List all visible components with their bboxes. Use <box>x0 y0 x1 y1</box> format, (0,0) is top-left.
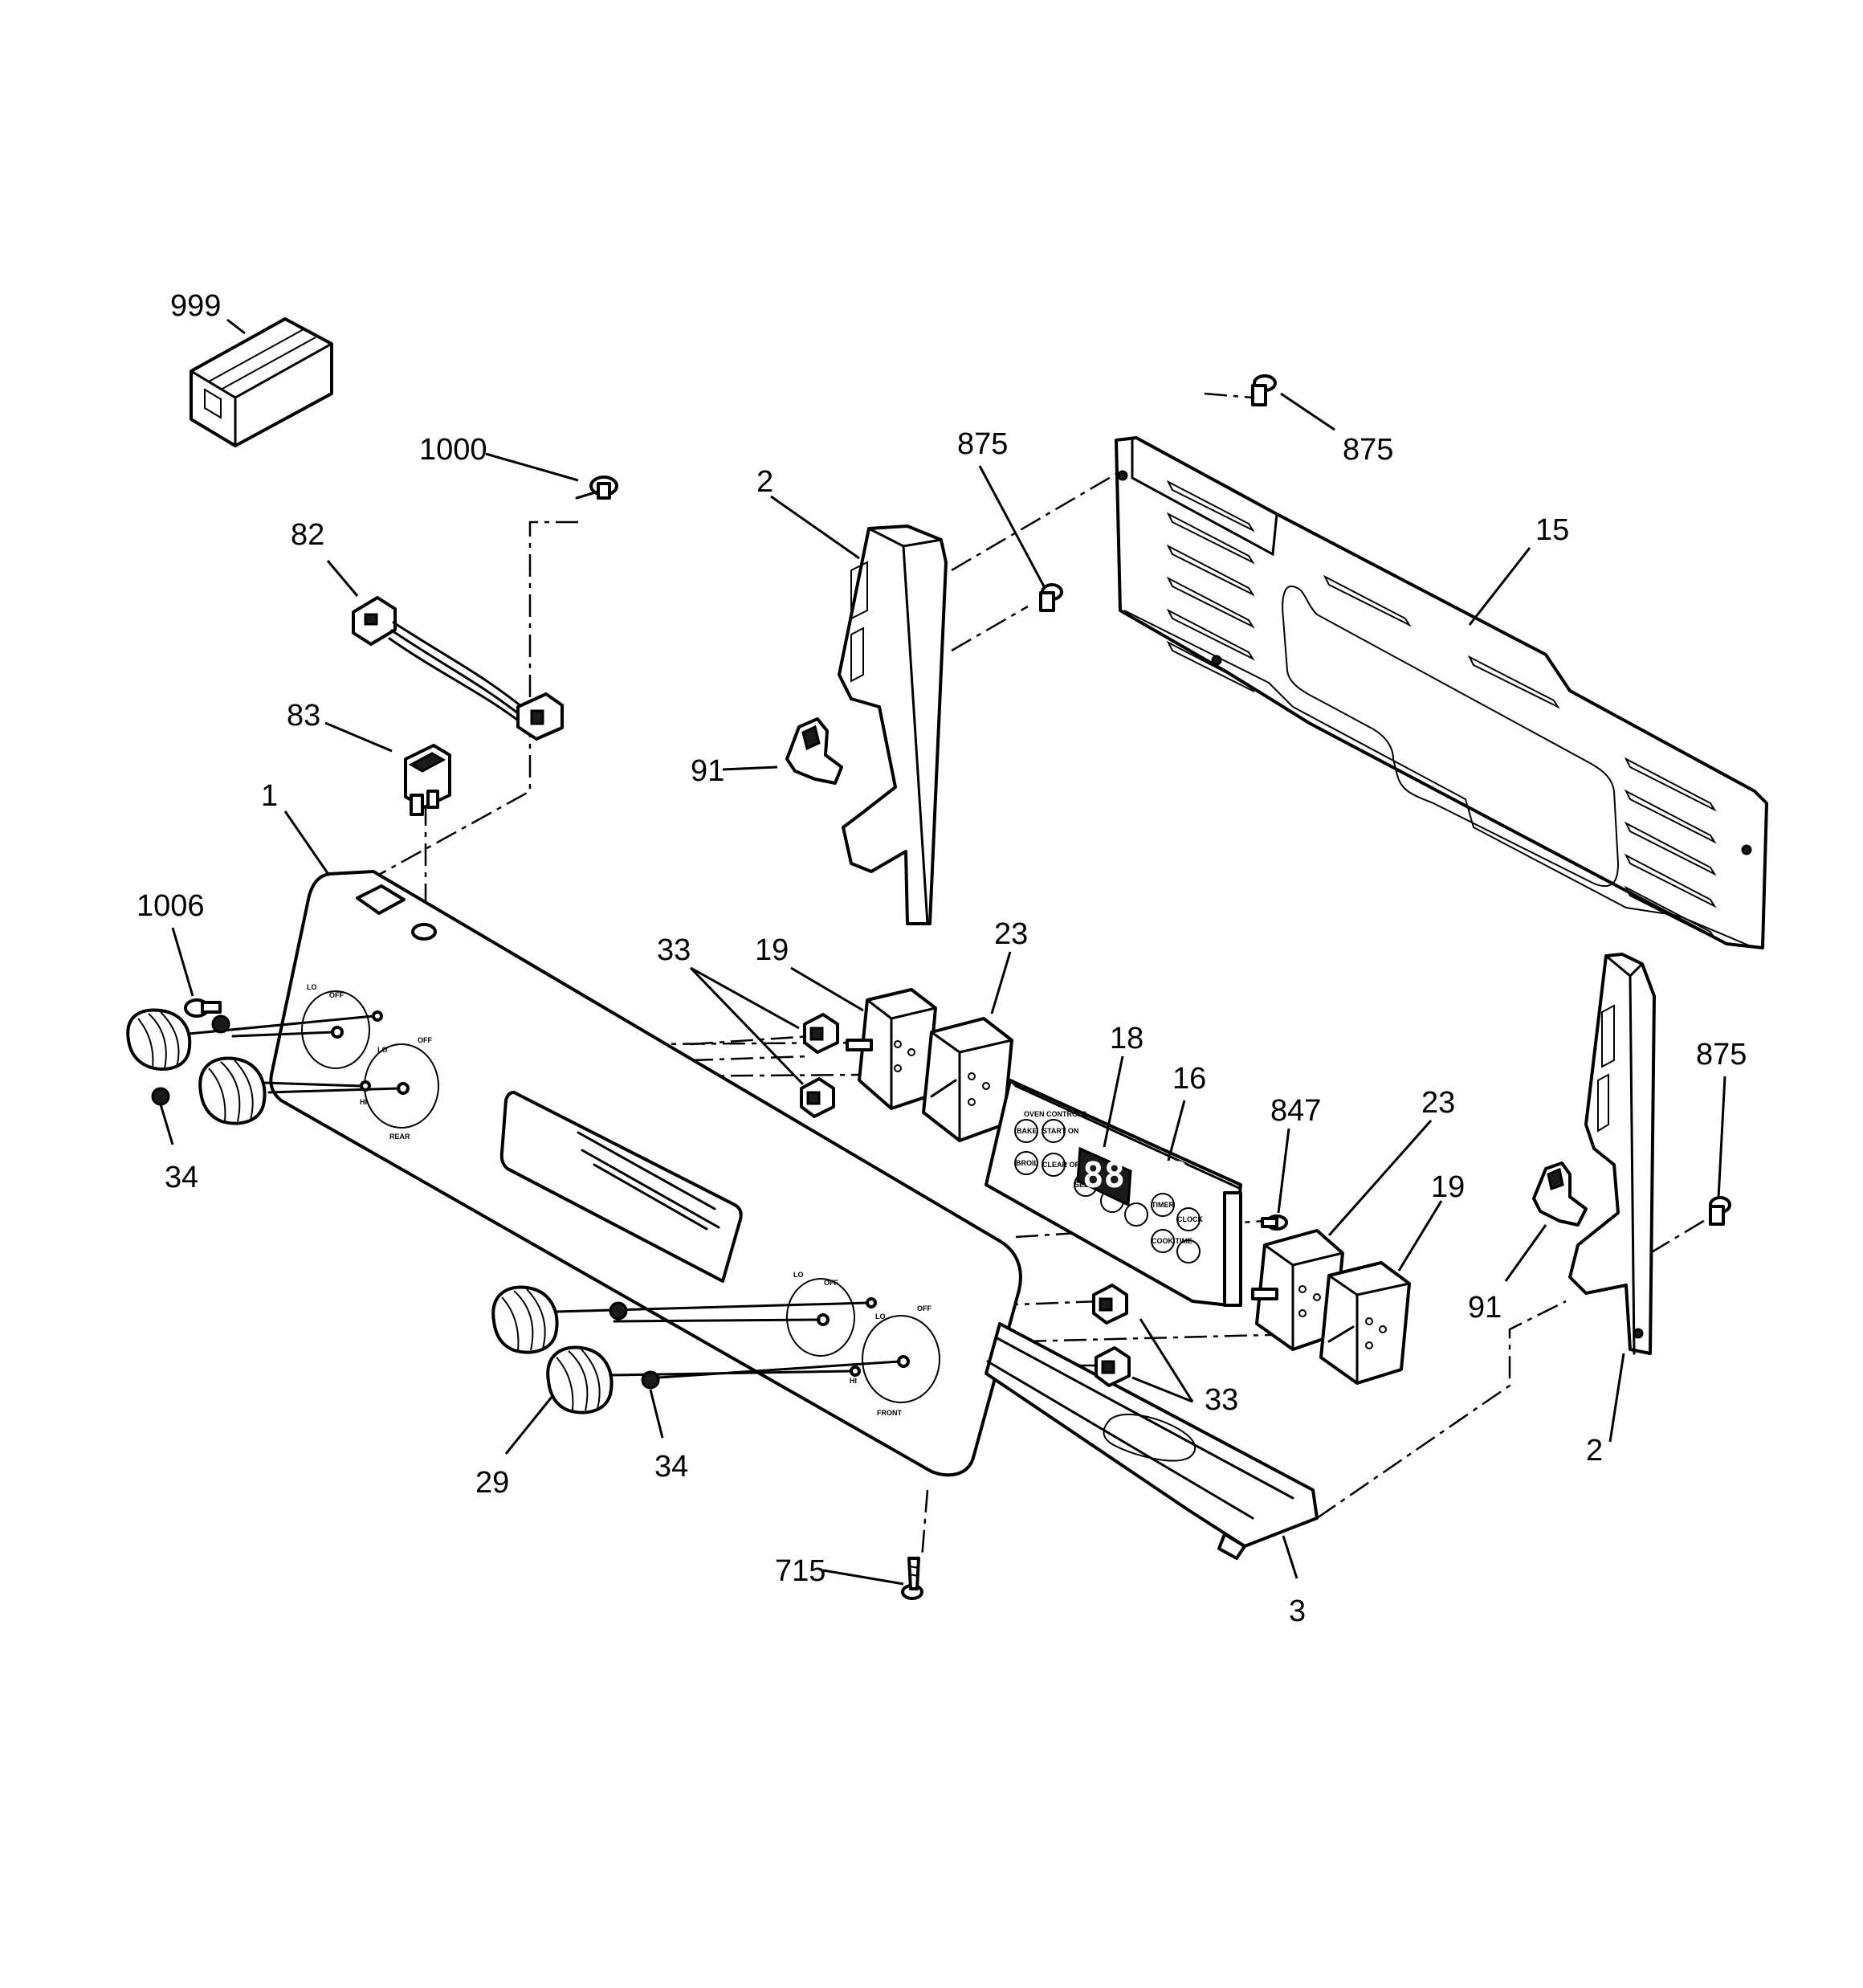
dial-label-front: FRONT <box>877 1409 902 1417</box>
knob-lower-right-2 <box>546 1345 614 1414</box>
part-2-end-cap-left <box>838 525 948 925</box>
part-1006-screw <box>184 998 222 1018</box>
knob-lower-right-1 <box>491 1285 559 1354</box>
knob-upper-left-2 <box>198 1056 267 1125</box>
part-33-clips <box>800 1013 1131 1387</box>
callout-33-top: 33 <box>657 933 691 967</box>
callout-labels: 999 1000 82 83 1 1006 34 29 34 715 2 875… <box>137 289 1747 1628</box>
key-timer: TIMER <box>1152 1201 1174 1209</box>
callout-875-mid: 875 <box>957 427 1008 461</box>
part-15-rear-panel <box>1115 436 1768 949</box>
callout-83: 83 <box>287 699 320 733</box>
dial-label-lo-3: LO <box>793 1271 804 1279</box>
part-83-switch <box>404 744 451 816</box>
part-82-wire-harness <box>352 596 564 741</box>
part-18-display: 88:88 <box>1076 1146 1188 1207</box>
part-715-screw <box>901 1557 923 1600</box>
callout-19-right: 19 <box>1431 1170 1465 1204</box>
part-23-infinite-switch-right <box>1251 1229 1344 1351</box>
dial-label-off: OFF <box>329 991 344 999</box>
callout-18: 18 <box>1110 1022 1143 1055</box>
dial-label-off-4: OFF <box>917 1304 932 1312</box>
callout-34-left: 34 <box>165 1161 198 1194</box>
dial-label-lo: LO <box>307 983 317 991</box>
callout-19-left: 19 <box>755 933 789 967</box>
callout-875-top: 875 <box>1343 433 1393 467</box>
callout-33-bottom: 33 <box>1205 1383 1238 1417</box>
dial-label-off-2: OFF <box>418 1036 432 1044</box>
dial-label-lo-4: LO <box>875 1312 886 1321</box>
callout-3: 3 <box>1289 1594 1306 1628</box>
callout-23-left: 23 <box>994 917 1028 951</box>
screw-875-mid <box>1039 583 1063 612</box>
callout-29: 29 <box>475 1466 509 1500</box>
callout-1: 1 <box>261 779 278 813</box>
callout-1006: 1006 <box>137 889 205 923</box>
keypad-header: OVEN CONTROLS <box>1024 1110 1087 1118</box>
part-999-box <box>190 317 333 447</box>
part-91-bracket-left <box>785 717 843 785</box>
callout-2-right: 2 <box>1586 1434 1603 1468</box>
callout-91-left: 91 <box>691 754 724 788</box>
part-19-infinite-switch-right <box>1319 1261 1411 1385</box>
part-91-bracket-right <box>1532 1161 1588 1227</box>
rear-panel-vents-right <box>1624 757 1717 941</box>
dial-label-hi-2: HI <box>850 1377 857 1385</box>
rear-panel-vents-left <box>1166 480 1255 693</box>
dial-label-off-3: OFF <box>824 1279 838 1287</box>
key-clear-off: CLEAR OFF <box>1042 1161 1084 1169</box>
callout-715: 715 <box>775 1554 826 1588</box>
dial-label-lo-2: LO <box>377 1046 388 1054</box>
part-23-infinite-switch-left <box>922 1017 1013 1142</box>
leader-lines <box>159 318 1726 1586</box>
callout-82: 82 <box>291 518 324 552</box>
callout-91-right: 91 <box>1468 1291 1502 1325</box>
callout-16: 16 <box>1172 1062 1206 1096</box>
callout-34-bottom: 34 <box>654 1450 688 1484</box>
part-847-screw <box>1261 1214 1288 1231</box>
callout-875-right: 875 <box>1696 1038 1747 1072</box>
part-3-trim-rail <box>984 1322 1319 1560</box>
key-broil: BROIL <box>1016 1159 1039 1167</box>
screw-875-top <box>1251 374 1277 406</box>
key-start-on: START ON <box>1042 1127 1078 1135</box>
key-clock: CLOCK <box>1177 1215 1203 1223</box>
callout-2-left: 2 <box>756 465 773 499</box>
part-875-screws <box>1039 374 1731 1226</box>
knob-upper-left-1 <box>126 1008 192 1071</box>
part-1000-screw <box>575 476 618 500</box>
screw-875-right <box>1709 1196 1731 1226</box>
key-bake: BAKE <box>1017 1127 1037 1135</box>
callout-847: 847 <box>1270 1094 1321 1128</box>
part-1-control-panel: LO OFF LO OFF HI REAR LO OFF LO OFF HI F… <box>269 870 1022 1477</box>
display-digits: 88:88 <box>1082 1155 1188 1196</box>
callout-1000: 1000 <box>419 433 487 467</box>
dial-label-hi: HI <box>360 1098 367 1106</box>
part-34-clips <box>151 1014 660 1390</box>
key-cook-time: COOK TIME <box>1152 1237 1192 1245</box>
callout-15: 15 <box>1535 513 1569 547</box>
dial-label-rear: REAR <box>389 1133 410 1141</box>
callout-999: 999 <box>170 289 221 323</box>
callout-23-right: 23 <box>1421 1086 1455 1120</box>
part-2-end-cap-right <box>1568 953 1656 1355</box>
